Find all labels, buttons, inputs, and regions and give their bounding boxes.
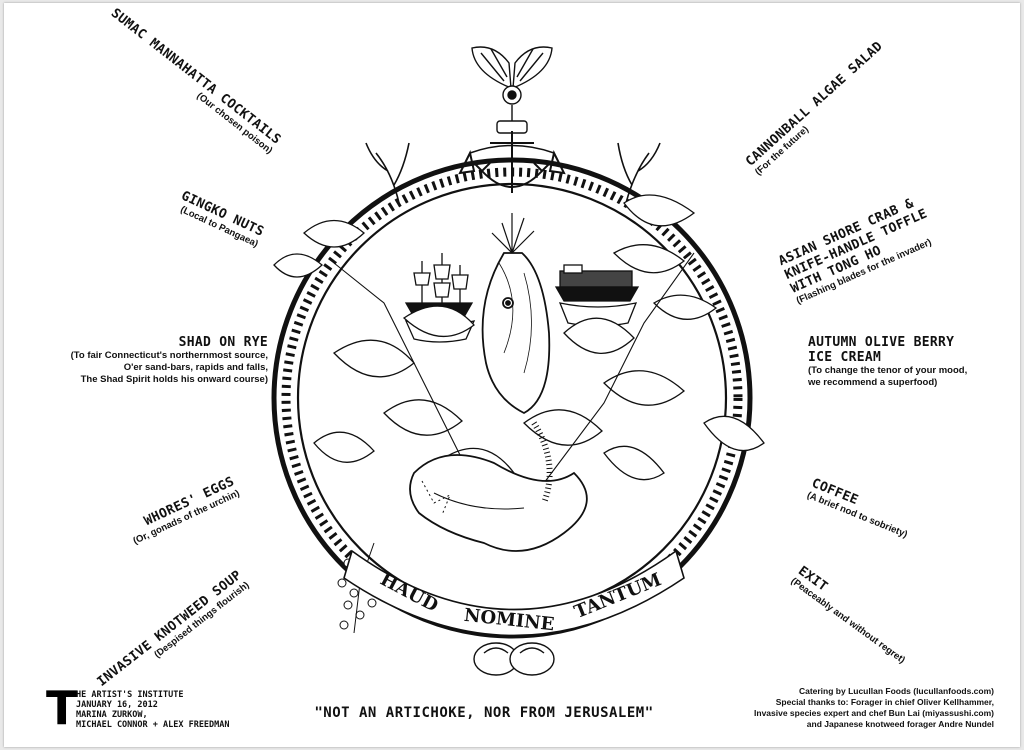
coiled-tuber-icon [409, 421, 588, 552]
clam-shells-icon [473, 642, 555, 676]
course-desc: The Shad Spirit holds his onward course) [80, 374, 268, 385]
course-title-line: ICE CREAM [808, 350, 882, 365]
course-shad-on-rye: SHAD ON RYE (To fair Connecticut's north… [71, 335, 268, 386]
menu-poster: SUMAC MANNAHATTA COCKTAILS (Our chosen p… [4, 3, 1020, 747]
course-desc: O'er sand-bars, rapids and falls, [123, 362, 268, 373]
colophon-lines: HE ARTIST'S INSTITUTE JANUARY 16, 2012 M… [76, 690, 230, 730]
institute-logo-letter: T [46, 681, 78, 735]
credit-line: Catering by Lucullan Foods (lucullanfood… [798, 686, 994, 696]
coral-sprig-icon [365, 142, 661, 204]
course-desc: (To fair Connecticut's northernmost sour… [70, 350, 268, 361]
course-olive-ice-cream: AUTUMN OLIVE BERRY ICE CREAM (To change … [808, 335, 967, 389]
container-ship-icon [554, 264, 640, 327]
course-title-line: AUTUMN OLIVE BERRY [808, 335, 955, 350]
colophon-line: HE ARTIST'S INSTITUTE [76, 690, 184, 700]
credit-line: and Japanese knotweed forager Andre Nund… [806, 719, 994, 729]
course-title: SHAD ON RYE [178, 335, 268, 350]
credit-line: Invasive species expert and chef Bun Lai… [754, 708, 994, 718]
course-desc: we recommend a superfood) [808, 377, 938, 388]
colophon-line: MARINA ZURKOW, [76, 710, 148, 720]
course-desc: (To change the tenor of your mood, [808, 365, 968, 376]
colophon-line: JANUARY 16, 2012 [76, 700, 158, 710]
credit-line: Special thanks to: Forager in chief Oliv… [775, 697, 994, 707]
menu-title: "NOT AN ARTICHOKE, NOR FROM JERUSALEM" [314, 705, 654, 721]
ginkgo-crest-icon [471, 46, 553, 134]
credits-block: Catering by Lucullan Foods (lucullanfood… [754, 686, 994, 730]
knotweed-leaves-icon [273, 194, 765, 486]
colophon-line: MICHAEL CONNOR + ALEX FREEDMAN [76, 720, 230, 730]
seal-illustration: HAUD NOMINE TANTUM [271, 46, 765, 676]
motto-banner: HAUD NOMINE TANTUM [343, 549, 685, 637]
sunchoke-tuber-icon [481, 213, 551, 415]
